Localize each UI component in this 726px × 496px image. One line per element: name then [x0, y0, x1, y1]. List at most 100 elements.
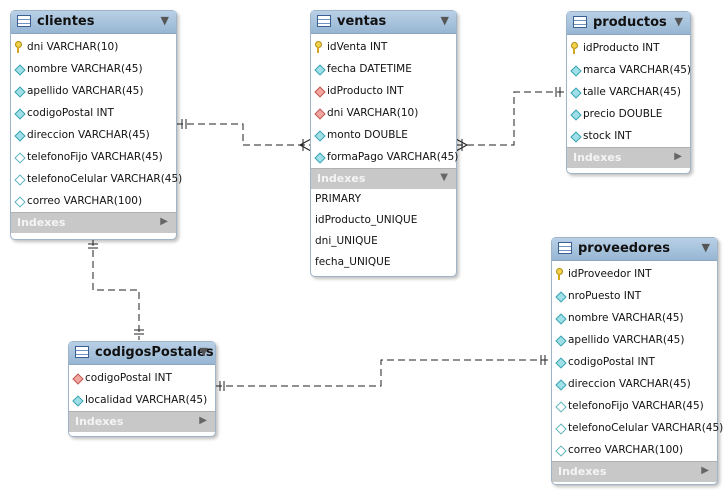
collapse-arrow-icon[interactable]: ▼ [440, 172, 448, 183]
column-row[interactable]: monto DOUBLE [311, 124, 456, 146]
column-label: nroPuesto INT [568, 290, 642, 302]
expand-arrow-icon[interactable]: ▶ [674, 151, 682, 162]
column-row[interactable]: idProducto INT [567, 37, 690, 59]
table-proveedores[interactable]: proveedores ▼ idProveedor INT nroPuesto … [551, 237, 723, 485]
collapse-arrow-icon[interactable]: ▼ [199, 345, 208, 358]
table-productos[interactable]: productos ▼ idProducto INT marca VARCHAR… [566, 11, 691, 174]
column-row[interactable]: telefonoCelular VARCHAR(45) [11, 168, 182, 190]
table-clientes[interactable]: clientes ▼ dni VARCHAR(10) nombre VARCHA… [10, 10, 182, 240]
column-label: telefonoCelular VARCHAR(45) [568, 422, 724, 434]
column-row[interactable]: telefonoFijo VARCHAR(45) [552, 395, 717, 417]
index-item[interactable]: dni_UNIQUE [315, 235, 378, 247]
relationship-clientes-ventas [176, 123, 311, 146]
column-label: codigoPostal INT [85, 372, 172, 384]
column-row[interactable]: nombre VARCHAR(45) [552, 307, 717, 329]
column-row[interactable]: apellido VARCHAR(45) [11, 80, 176, 102]
column-row[interactable]: dni VARCHAR(10) [11, 36, 176, 58]
column-row[interactable]: codigoPostal INT [11, 102, 176, 124]
expand-arrow-icon[interactable]: ▶ [199, 415, 207, 426]
collapse-arrow-icon[interactable]: ▼ [701, 241, 710, 254]
column-row[interactable]: talle VARCHAR(45) [567, 81, 690, 103]
column-row[interactable]: codigoPostal INT [69, 367, 215, 389]
column-icon [570, 87, 582, 99]
column-icon [314, 152, 326, 164]
column-row[interactable]: codigoPostal INT [552, 351, 717, 373]
column-row[interactable]: telefonoCelular VARCHAR(45) [552, 417, 723, 439]
indexes-bar[interactable]: Indexes ▶ [11, 212, 176, 233]
column-row[interactable]: nroPuesto INT [552, 285, 717, 307]
expand-arrow-icon[interactable]: ▶ [701, 465, 709, 476]
index-item[interactable]: PRIMARY [315, 193, 362, 205]
table-title: productos [593, 15, 667, 30]
column-icon [14, 64, 26, 76]
column-label: idProducto INT [327, 85, 404, 97]
column-label: idProveedor INT [568, 268, 652, 280]
indexes-bar[interactable]: Indexes ▶ [552, 461, 717, 482]
column-label: direccion VARCHAR(45) [568, 378, 691, 390]
table-title: codigosPostales [95, 345, 214, 360]
column-row[interactable]: fecha DATETIME [311, 58, 456, 80]
column-icon [314, 130, 326, 142]
table-header[interactable]: productos ▼ [567, 12, 690, 35]
column-label: telefonoFijo VARCHAR(45) [568, 400, 704, 412]
column-label: correo VARCHAR(100) [568, 444, 684, 456]
column-label: talle VARCHAR(45) [583, 86, 681, 98]
column-row[interactable]: precio DOUBLE [567, 103, 690, 125]
nullable-column-icon [555, 445, 567, 457]
column-icon [14, 86, 26, 98]
table-header[interactable]: codigosPostales ▼ [69, 342, 215, 365]
relationship-clientes-codigospostales [92, 239, 140, 340]
column-icon [14, 108, 26, 120]
column-label: apellido VARCHAR(45) [568, 334, 685, 346]
table-header[interactable]: proveedores ▼ [552, 238, 717, 261]
collapse-arrow-icon[interactable]: ▼ [674, 15, 683, 28]
indexes-label: Indexes [558, 465, 607, 478]
column-icon [570, 109, 582, 121]
column-icon [14, 130, 26, 142]
column-row[interactable]: idProveedor INT [552, 263, 717, 285]
column-row[interactable]: idVenta INT [311, 36, 456, 58]
index-item[interactable]: fecha_UNIQUE [315, 256, 391, 268]
column-row[interactable]: apellido VARCHAR(45) [552, 329, 717, 351]
primary-key-icon [571, 42, 578, 54]
column-label: correo VARCHAR(100) [27, 195, 143, 207]
table-header[interactable]: ventas ▼ [311, 11, 456, 34]
column-row[interactable]: nombre VARCHAR(45) [11, 58, 176, 80]
table-header[interactable]: clientes ▼ [11, 11, 176, 34]
column-row[interactable]: formaPago VARCHAR(45) [311, 146, 458, 168]
column-row[interactable]: stock INT [567, 125, 690, 147]
column-list: idProducto INT marca VARCHAR(45) talle V… [567, 35, 691, 147]
column-row[interactable]: correo VARCHAR(100) [552, 439, 717, 461]
column-row[interactable]: localidad VARCHAR(45) [69, 389, 215, 411]
table-icon [573, 16, 587, 28]
column-row[interactable]: idProducto INT [311, 80, 456, 102]
indexes-bar[interactable]: Indexes ▶ [69, 411, 215, 432]
column-list: codigoPostal INT localidad VARCHAR(45) [69, 365, 215, 411]
column-label: precio DOUBLE [583, 108, 663, 120]
column-icon [555, 357, 567, 369]
column-label: idProducto INT [583, 42, 660, 54]
table-icon [75, 346, 89, 358]
table-ventas[interactable]: ventas ▼ idVenta INT fecha DATETIME idPr… [310, 10, 458, 277]
indexes-label: Indexes [75, 415, 124, 428]
column-row[interactable]: telefonoFijo VARCHAR(45) [11, 146, 176, 168]
column-row[interactable]: correo VARCHAR(100) [11, 190, 176, 212]
column-label: stock INT [583, 130, 632, 142]
column-row[interactable]: direccion VARCHAR(45) [11, 124, 176, 146]
column-label: localidad VARCHAR(45) [85, 394, 208, 406]
column-row[interactable]: dni VARCHAR(10) [311, 102, 456, 124]
table-codigospostales[interactable]: codigosPostales ▼ codigoPostal INT local… [68, 341, 216, 437]
indexes-bar[interactable]: Indexes ▶ [567, 147, 690, 168]
expand-arrow-icon[interactable]: ▶ [160, 216, 168, 227]
column-list: idProveedor INT nroPuesto INT nombre VAR… [552, 261, 723, 461]
column-label: dni VARCHAR(10) [327, 107, 419, 119]
table-title: clientes [37, 14, 95, 29]
nullable-column-icon [14, 152, 26, 164]
column-row[interactable]: direccion VARCHAR(45) [552, 373, 717, 395]
index-item[interactable]: idProducto_UNIQUE [315, 214, 418, 226]
collapse-arrow-icon[interactable]: ▼ [160, 14, 169, 27]
indexes-bar[interactable]: Indexes ▼ [311, 168, 456, 189]
collapse-arrow-icon[interactable]: ▼ [440, 14, 449, 27]
column-row[interactable]: marca VARCHAR(45) [567, 59, 691, 81]
